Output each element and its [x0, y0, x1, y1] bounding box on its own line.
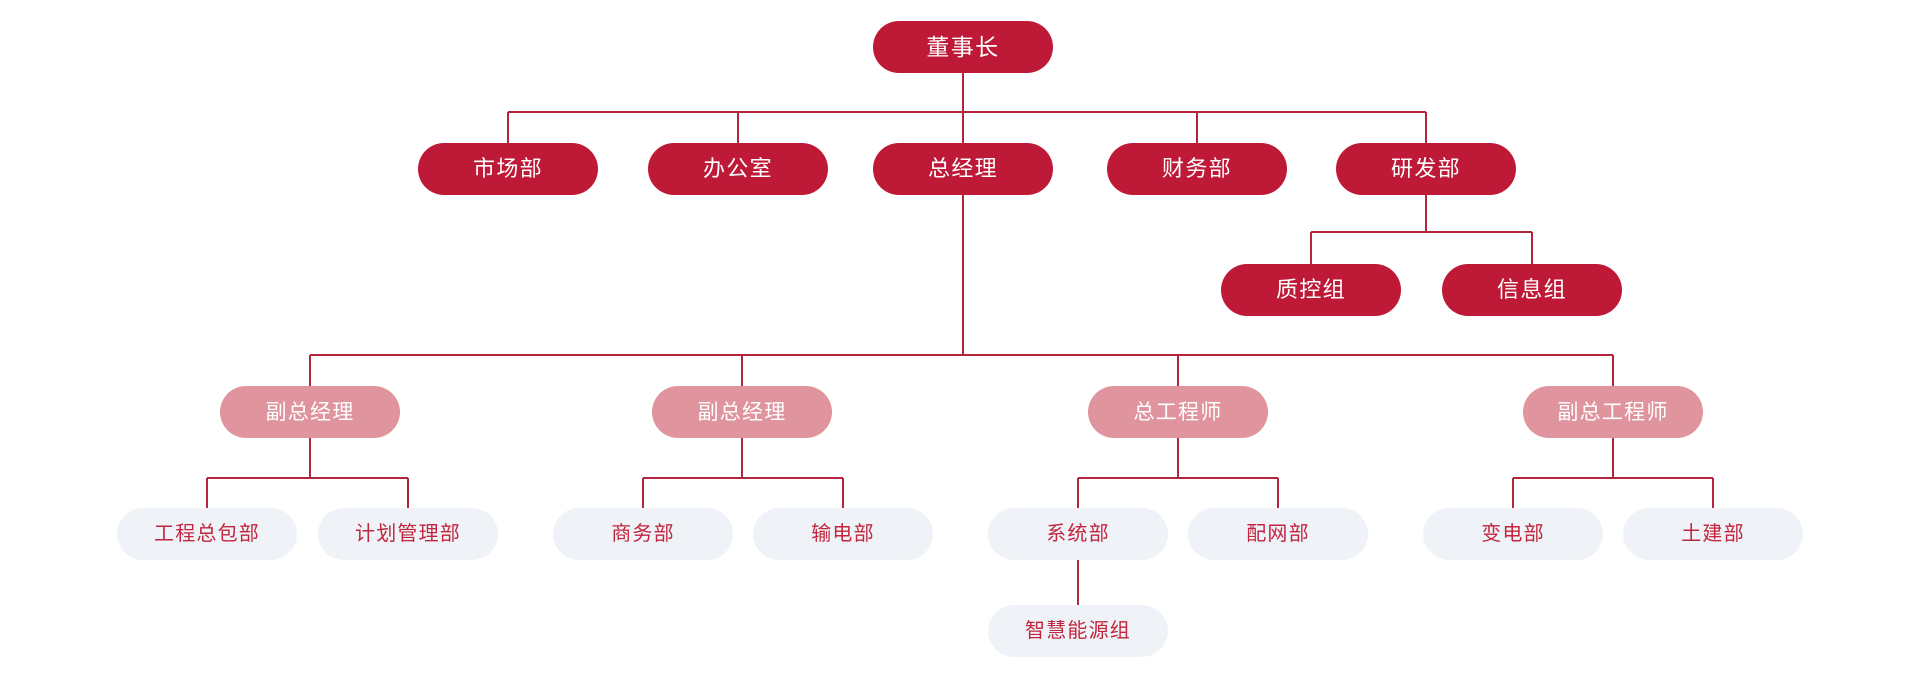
- org-node-n7[interactable]: 信息组: [1442, 264, 1622, 316]
- org-node-label: 财务部: [1162, 156, 1232, 181]
- org-node-label: 董事长: [926, 33, 1000, 60]
- org-node-label: 计划管理部: [355, 523, 461, 545]
- org-node-n18[interactable]: 变电部: [1423, 508, 1603, 560]
- org-node-n11[interactable]: 副总工程师: [1523, 386, 1703, 438]
- org-node-label: 土建部: [1681, 523, 1745, 545]
- org-node-label: 办公室: [703, 156, 773, 181]
- org-node-n9[interactable]: 副总经理: [652, 386, 832, 438]
- org-node-label: 输电部: [811, 523, 875, 545]
- org-node-n12[interactable]: 工程总包部: [117, 508, 297, 560]
- org-node-n8[interactable]: 副总经理: [220, 386, 400, 438]
- org-node-n0[interactable]: 董事长: [873, 21, 1053, 73]
- org-node-label: 研发部: [1391, 156, 1461, 181]
- org-node-label: 总工程师: [1133, 400, 1223, 424]
- org-node-label: 商务部: [611, 523, 675, 545]
- org-node-label: 信息组: [1497, 277, 1567, 302]
- org-node-n13[interactable]: 计划管理部: [318, 508, 498, 560]
- org-node-n4[interactable]: 财务部: [1107, 143, 1287, 195]
- org-node-label: 质控组: [1276, 277, 1346, 302]
- org-node-label: 工程总包部: [154, 523, 260, 545]
- org-node-label: 副总经理: [265, 400, 355, 424]
- org-node-n14[interactable]: 商务部: [553, 508, 733, 560]
- org-node-n6[interactable]: 质控组: [1221, 264, 1401, 316]
- org-node-label: 副总经理: [697, 400, 787, 424]
- org-node-label: 配网部: [1246, 523, 1310, 545]
- org-node-n15[interactable]: 输电部: [753, 508, 933, 560]
- org-node-label: 总经理: [928, 156, 998, 181]
- org-node-label: 系统部: [1046, 523, 1110, 545]
- org-node-n10[interactable]: 总工程师: [1088, 386, 1268, 438]
- org-node-label: 副总工程师: [1557, 400, 1669, 424]
- org-node-label: 变电部: [1481, 523, 1545, 545]
- org-node-n3[interactable]: 总经理: [873, 143, 1053, 195]
- org-node-n1[interactable]: 市场部: [418, 143, 598, 195]
- org-node-n19[interactable]: 土建部: [1623, 508, 1803, 560]
- org-node-n2[interactable]: 办公室: [648, 143, 828, 195]
- org-node-label: 智慧能源组: [1025, 620, 1131, 642]
- org-node-n17[interactable]: 配网部: [1188, 508, 1368, 560]
- org-node-n20[interactable]: 智慧能源组: [988, 605, 1168, 657]
- org-node-n16[interactable]: 系统部: [988, 508, 1168, 560]
- org-node-n5[interactable]: 研发部: [1336, 143, 1516, 195]
- org-node-label: 市场部: [473, 156, 543, 181]
